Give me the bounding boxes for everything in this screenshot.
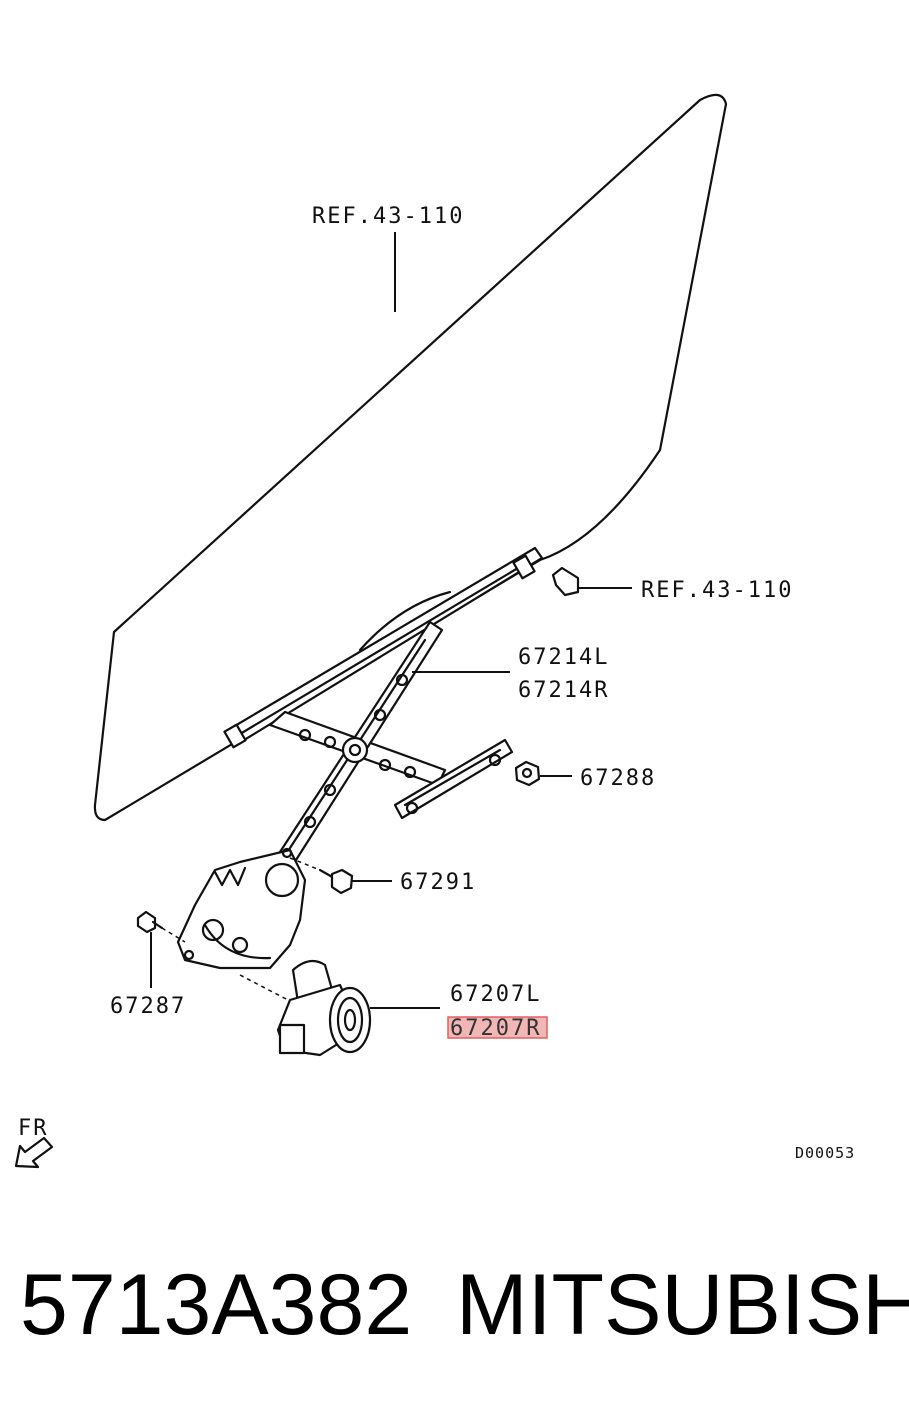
direction-label: FR <box>18 1116 49 1141</box>
leader-lines <box>150 232 632 1009</box>
clip-fastener <box>551 566 580 597</box>
nut-fastener <box>514 760 541 787</box>
part-number: 5713A382 <box>20 1257 413 1353</box>
brand-name: MITSUBISHI <box>456 1257 909 1353</box>
callout-regulator-r: 67214R <box>518 678 609 703</box>
diagram-code: D00053 <box>795 1144 855 1162</box>
callout-stud-bolt: 67287 <box>110 994 186 1019</box>
direction-indicator: FR <box>14 1116 54 1169</box>
bolt-fastener <box>318 868 354 895</box>
door-glass <box>93 93 728 822</box>
callout-clip-ref: REF.43-110 <box>641 578 793 603</box>
callout-motor-r-highlight: 67207R <box>447 1016 548 1041</box>
callout-glass-ref: REF.43-110 <box>312 204 464 229</box>
window-motor <box>276 959 372 1057</box>
callout-bolt: 67291 <box>400 870 476 895</box>
lower-rail <box>393 738 514 820</box>
upper-rail <box>223 546 544 749</box>
sector-gear-base <box>176 847 307 970</box>
front-arrow-icon <box>14 1136 54 1169</box>
highlight-outline <box>447 1016 548 1039</box>
callout-motor-l: 67207L <box>450 982 541 1007</box>
callout-nut: 67288 <box>580 766 656 791</box>
highlight-box <box>448 1017 547 1038</box>
regulator-arms <box>268 620 447 862</box>
stud-fastener <box>136 910 164 934</box>
callout-regulator-l: 67214L <box>518 645 609 670</box>
callout-motor-r: 67207R <box>450 1016 541 1041</box>
assembly-dash-lines <box>161 857 321 1001</box>
